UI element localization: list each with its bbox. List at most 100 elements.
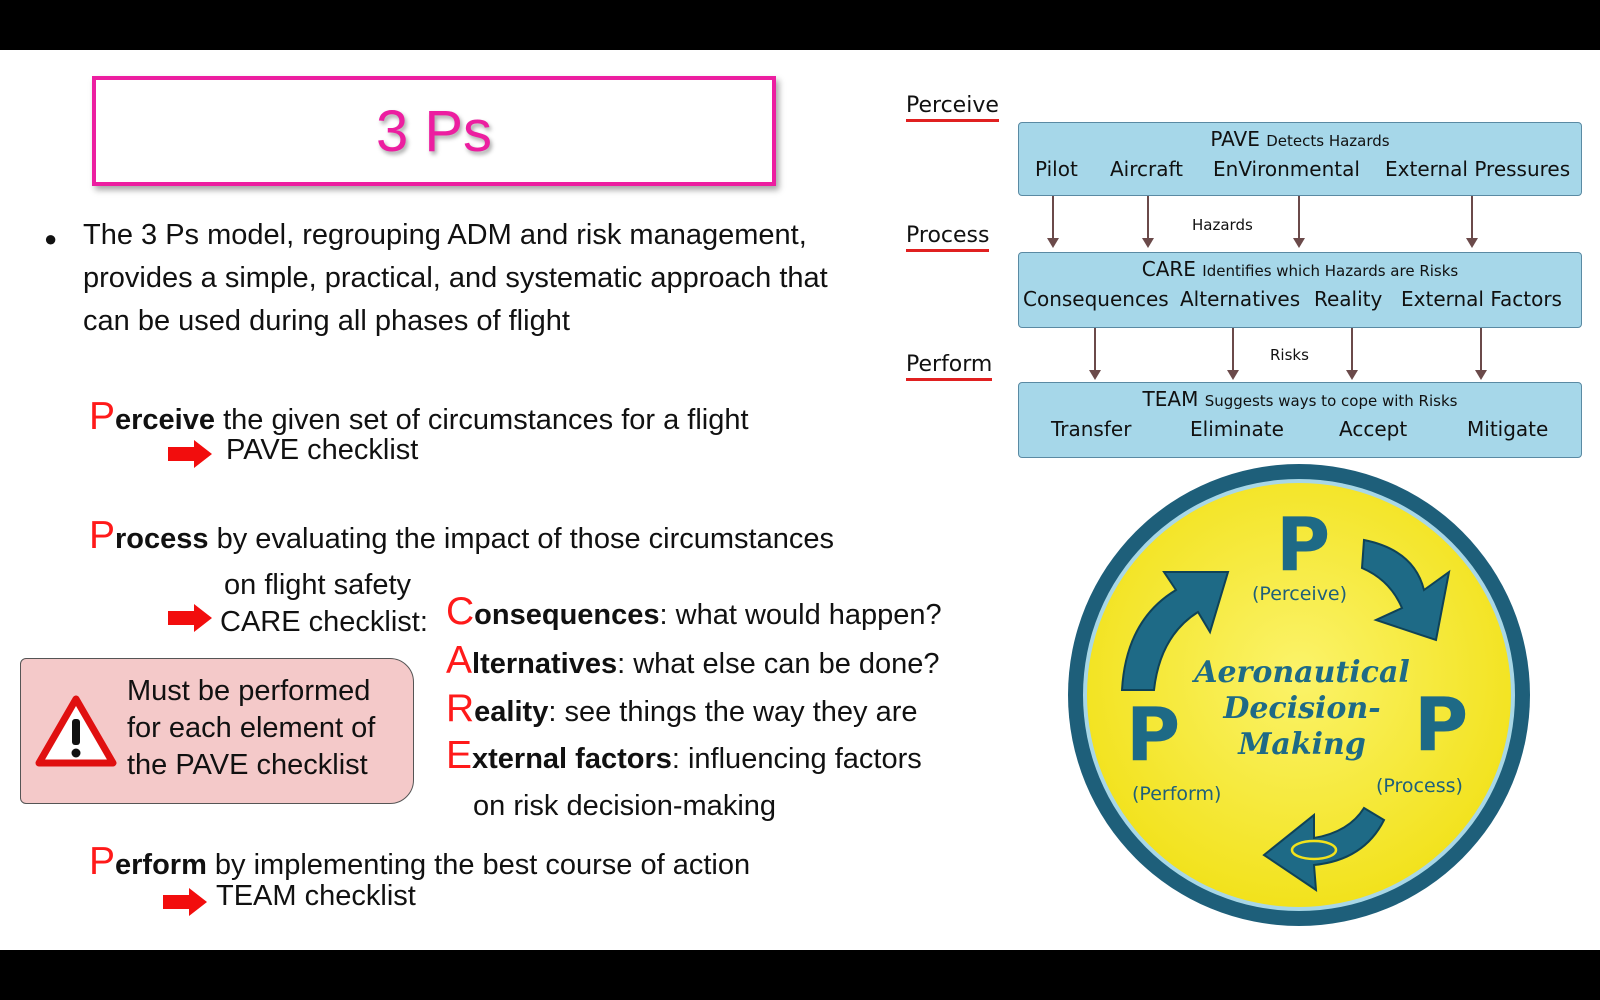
warning-text: Must be performed for each element of th…: [127, 673, 407, 784]
team-box: TEAM Suggests ways to cope with Risks Tr…: [1018, 382, 1582, 458]
process-bold: rocess: [115, 523, 209, 555]
pave-item: Pilot: [1035, 157, 1078, 181]
perform-line: Perform by implementing the best course …: [89, 840, 750, 884]
care-item-consequences: Consequences: what would happen?: [446, 590, 942, 634]
team-subtitle: Suggests ways to cope with Risks: [1204, 392, 1458, 410]
warning-callout: Must be performed for each element of th…: [20, 658, 414, 804]
team-item: Accept: [1339, 417, 1408, 441]
risks-label: Risks: [1270, 346, 1309, 364]
label-process: (Process): [1376, 775, 1463, 797]
perceive-line: Perceive the given set of circumstances …: [89, 395, 749, 439]
care-bold: eality: [474, 696, 549, 728]
care-cap: A: [446, 639, 473, 682]
care-item-external: External factors: influencing factors: [446, 734, 922, 778]
loop-icon: [1290, 839, 1338, 861]
perform-cap: P: [89, 840, 116, 883]
process-cap: P: [89, 514, 116, 557]
p-letter-process: P: [1414, 682, 1468, 768]
care-bold: onsequences: [474, 599, 660, 631]
connector-arrow: [1142, 196, 1154, 248]
team-item: Mitigate: [1467, 417, 1549, 441]
care-rest: : what else can be done?: [617, 648, 940, 680]
slide-title: 3 Ps: [375, 99, 493, 164]
perform-rest: by implementing the best course of actio…: [206, 849, 751, 881]
p-letters: P P P: [1126, 502, 1468, 778]
perceive-cap: P: [89, 395, 116, 438]
label-perform: (Perform): [1132, 783, 1221, 805]
care-cap: R: [446, 687, 475, 730]
connector-arrow: [1466, 196, 1478, 248]
process-line-2: on flight safety: [224, 569, 411, 601]
connector-arrow: [1475, 328, 1487, 380]
care-item-alternatives: Alternatives: what else can be done?: [446, 639, 940, 683]
pave-title: PAVE: [1210, 127, 1260, 151]
perceive-bold: erceive: [115, 404, 216, 436]
title-box: 3 Ps: [92, 76, 776, 186]
connector-arrow: [1227, 328, 1239, 380]
cycle-arrow-icon: [1120, 571, 1230, 691]
care-diagram-item: External Factors: [1401, 287, 1562, 311]
pave-box: PAVE Detects Hazards Pilot Aircraft EnVi…: [1018, 122, 1582, 196]
team-item: Eliminate: [1190, 417, 1284, 441]
warning-line: for each element of: [127, 712, 376, 744]
care-box-heading: CARE Identifies which Hazards are Risks: [1019, 257, 1581, 281]
pave-item: External Pressures: [1385, 157, 1571, 181]
process-line: Process by evaluating the impact of thos…: [89, 514, 834, 558]
care-cap: E: [446, 734, 473, 777]
team-box-heading: TEAM Suggests ways to cope with Risks: [1019, 387, 1581, 411]
connector-arrow: [1089, 328, 1101, 380]
stage-label-perform: Perform: [906, 352, 993, 381]
team-title: TEAM: [1142, 387, 1199, 411]
team-checklist-label: TEAM checklist: [216, 880, 416, 912]
adm-center-line: Decision-: [1222, 691, 1380, 726]
care-item-external-line2: on risk decision-making: [473, 790, 777, 822]
cycle-arrow-icon: [1360, 538, 1451, 642]
adm-labels: (Perceive) (Process) (Perform): [1132, 583, 1463, 805]
arrow-right-icon: [163, 888, 207, 916]
intro-bullet: The 3 Ps model, regrouping ADM and risk …: [83, 219, 828, 337]
arrow-right-icon: [168, 604, 212, 632]
p-letter-perceive: P: [1276, 502, 1330, 588]
pave-checklist-label: PAVE checklist: [226, 434, 419, 466]
pave-subtitle: Detects Hazards: [1266, 132, 1390, 150]
adm-center-line: Making: [1237, 727, 1366, 762]
care-cap: C: [446, 590, 475, 633]
connector-arrow: [1346, 328, 1358, 380]
care-bold: xternal factors: [472, 743, 672, 775]
warning-triangle-icon: [35, 695, 117, 767]
care-rest: : see things the way they are: [548, 696, 918, 728]
pave-item: EnVironmental: [1213, 157, 1360, 181]
warning-line: the PAVE checklist: [127, 749, 368, 781]
adm-cycle-graphic: P P P (Perceive) (Process) (Perform) Aer…: [1068, 464, 1530, 926]
cycle-arrows: [1120, 538, 1451, 892]
perceive-rest: the given set of circumstances for a fli…: [215, 404, 749, 436]
care-title: CARE: [1141, 257, 1196, 281]
stage-label-perceive: Perceive: [906, 93, 999, 122]
connector-arrow: [1293, 196, 1305, 248]
stage-label-process: Process: [906, 223, 990, 252]
care-subtitle: Identifies which Hazards are Risks: [1202, 262, 1459, 280]
cycle-arrow-icon: [1262, 806, 1386, 892]
warning-line: Must be performed: [127, 675, 371, 707]
care-checklist-label: CARE checklist:: [220, 606, 428, 638]
hazards-label: Hazards: [1192, 216, 1253, 234]
care-rest: : what would happen?: [659, 599, 942, 631]
care-diagram-item: Consequences: [1023, 287, 1169, 311]
adm-center-line: Aeronautical: [1191, 655, 1410, 690]
label-perceive: (Perceive): [1252, 583, 1347, 605]
care-item-reality: Reality: see things the way they are: [446, 687, 918, 731]
adm-center-text: Aeronautical Decision- Making: [1191, 655, 1410, 762]
care-diagram-item: Reality: [1314, 287, 1383, 311]
pave-box-heading: PAVE Detects Hazards: [1019, 127, 1581, 151]
care-box: CARE Identifies which Hazards are Risks …: [1018, 252, 1582, 328]
care-bold: lternatives: [472, 648, 618, 680]
bullet-dot-icon: ●: [44, 226, 58, 251]
arrow-right-icon: [168, 440, 212, 468]
connector-arrow: [1047, 196, 1059, 248]
team-item: Transfer: [1051, 417, 1132, 441]
care-diagram-item: Alternatives: [1180, 287, 1301, 311]
slide: 3 Ps ● The 3 Ps model, regrouping ADM an…: [0, 50, 1600, 950]
care-rest: : influencing factors: [671, 743, 922, 775]
pave-item: Aircraft: [1110, 157, 1184, 181]
p-letter-perform: P: [1126, 692, 1180, 778]
